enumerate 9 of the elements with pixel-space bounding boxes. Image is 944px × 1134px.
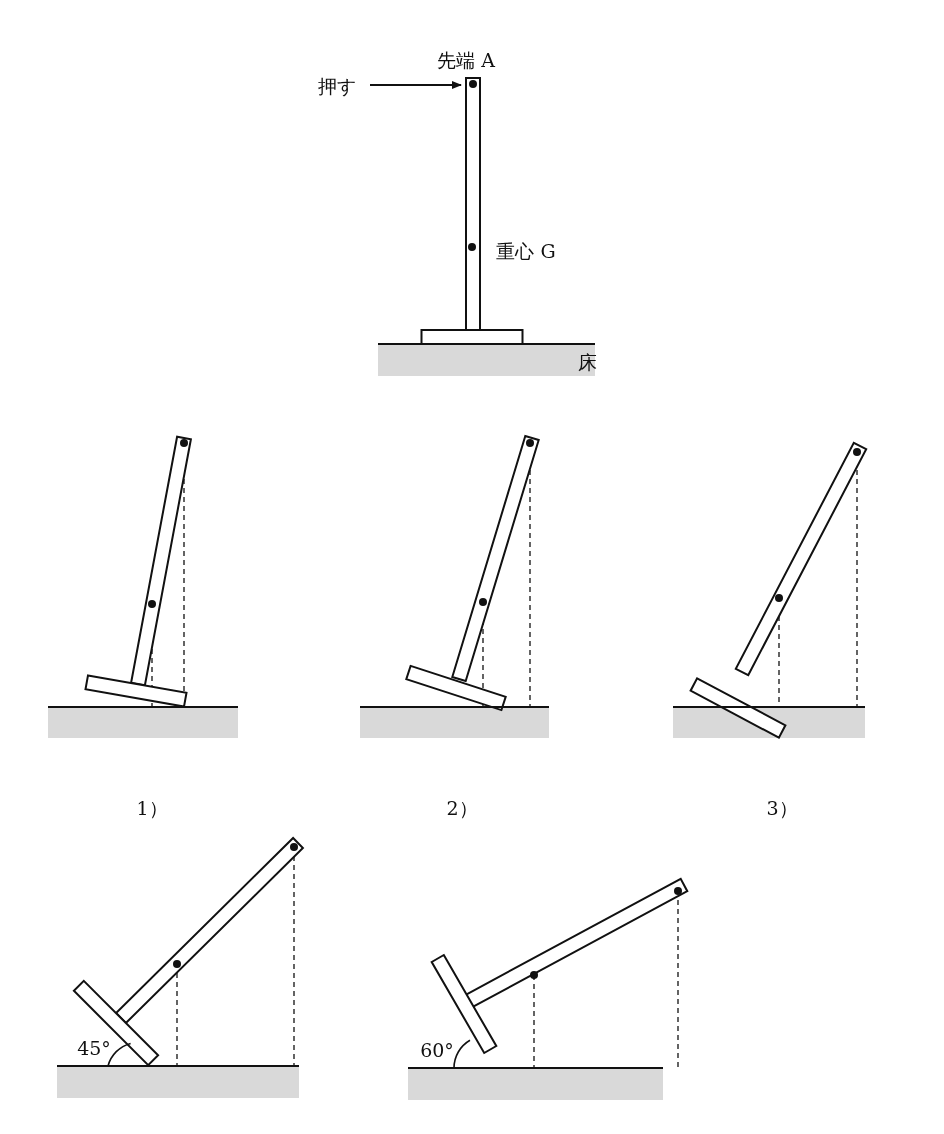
point-label: 先端 A <box>437 50 495 70</box>
figure-number: 2） <box>446 798 478 818</box>
floor-label: 床 <box>577 352 597 372</box>
angle-label: 45° <box>77 1038 111 1058</box>
point-label: 重心 G <box>496 241 556 261</box>
angle-label: 60° <box>420 1040 454 1060</box>
figure-number: 1） <box>136 798 168 818</box>
force-label: 押す <box>318 76 356 96</box>
figure-number: 3） <box>766 798 798 818</box>
